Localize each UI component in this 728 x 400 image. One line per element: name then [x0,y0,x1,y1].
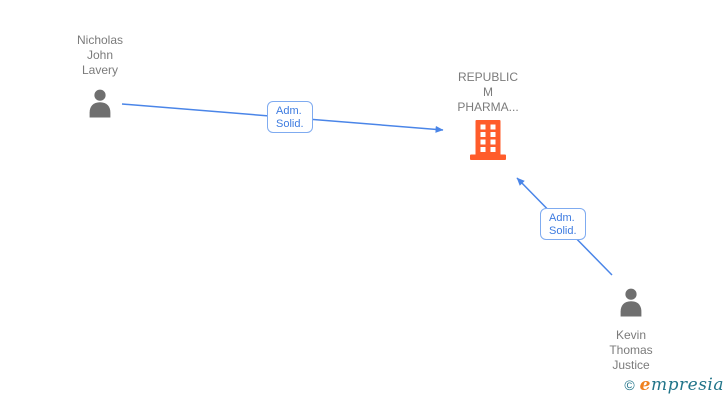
name-line: John [86,48,114,62]
name-line: Nicholas [76,33,124,47]
person-icon [87,88,113,123]
name-line: Kevin [615,328,647,342]
edge-label-adm-solid-2: Adm. Solid. [540,208,586,240]
brand-rest: mpresia [651,375,724,395]
name-line: REPUBLIC [457,70,519,84]
company-building-icon [469,120,507,165]
edge-label-line: Adm. [549,212,575,224]
company-name-label: REPUBLIC M PHARMA... [428,70,548,115]
node-person-kevin[interactable]: Kevin Thomas Justice [571,287,691,373]
edge-label-line: Solid. [549,225,577,237]
node-person-nicholas[interactable]: Nicholas John Lavery [40,33,160,123]
person-icon [618,287,644,322]
name-line: Lavery [81,63,119,77]
copyright-icon: © [624,377,635,393]
edge-label-adm-solid-1: Adm. Solid. [267,101,313,133]
node-company-republic[interactable]: REPUBLIC M PHARMA... [428,70,548,165]
name-line: Thomas [609,343,653,357]
empresia-logo: © empresia [624,375,724,395]
person-name-label: Nicholas John Lavery [40,33,160,78]
brand-name: empresia [640,375,724,395]
name-line: Justice [612,358,650,372]
name-line: M [483,85,493,99]
name-line: PHARMA... [457,100,519,114]
brand-initial: e [639,375,651,395]
edge-label-line: Solid. [276,118,304,130]
person-name-label: Kevin Thomas Justice [571,328,691,373]
edge-label-line: Adm. [276,105,302,117]
